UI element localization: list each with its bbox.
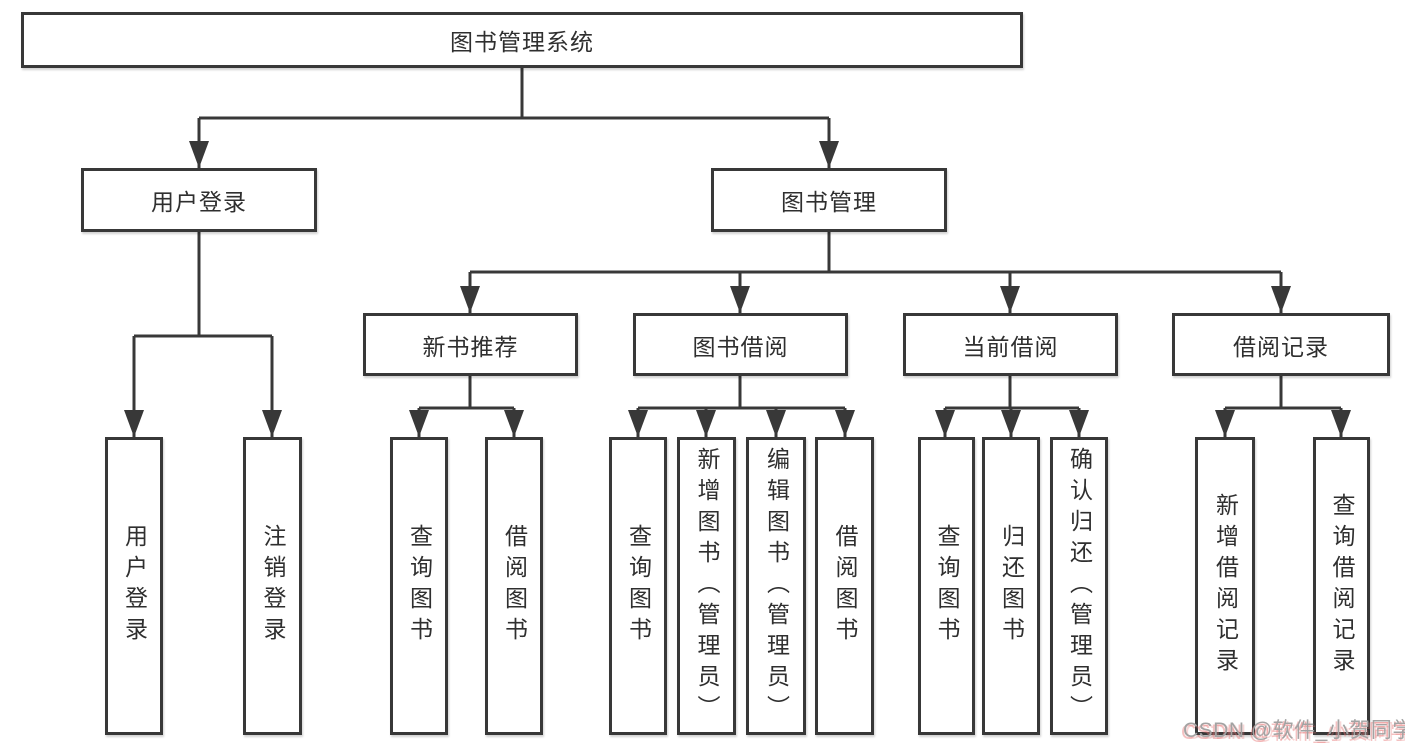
leaf-return-books: 归还图书 (982, 437, 1040, 735)
node-book-borrowing-label: 图书借阅 (692, 333, 789, 360)
leaf-confirm-return-admin: 确认归还（管理员） (1050, 437, 1108, 735)
leaf-user-login: 用户登录 (105, 437, 163, 735)
node-current-borrowing: 当前借阅 (903, 313, 1118, 376)
leaf-edit-books-admin: 编辑图书（管理员） (746, 437, 806, 735)
leaf-borrow-books-recommend: 借阅图书 (485, 437, 543, 735)
leaf-query-books-recommend: 查询图书 (390, 437, 448, 735)
leaf-borrow-books-recommend-label: 借阅图书 (501, 524, 528, 648)
leaf-user-login-label: 用户登录 (121, 524, 148, 648)
leaf-logout-login: 注销登录 (243, 437, 302, 735)
leaf-add-borrow-record-label: 新增借阅记录 (1212, 493, 1239, 679)
leaf-query-books-recommend-label: 查询图书 (406, 524, 433, 648)
leaf-confirm-return-admin-label: 确认归还（管理员） (1066, 446, 1093, 726)
leaf-logout-login-label: 注销登录 (260, 524, 286, 648)
leaf-query-books-current-label: 查询图书 (934, 524, 960, 648)
leaf-query-books-current: 查询图书 (918, 437, 975, 735)
leaf-query-borrow-record: 查询借阅记录 (1313, 437, 1370, 735)
leaf-add-books-admin: 新增图书（管理员） (677, 437, 736, 735)
node-borrow-records-label: 借阅记录 (1233, 333, 1329, 360)
leaf-query-books-borrowing: 查询图书 (609, 437, 667, 735)
node-book-management: 图书管理 (711, 168, 947, 232)
node-new-book-recommend-label: 新书推荐 (422, 333, 519, 360)
leaf-edit-books-admin-label: 编辑图书（管理员） (763, 446, 790, 726)
node-book-management-label: 图书管理 (781, 189, 877, 215)
node-user-login-label: 用户登录 (151, 189, 247, 215)
node-new-book-recommend: 新书推荐 (363, 313, 578, 376)
leaf-return-books-label: 归还图书 (998, 524, 1025, 648)
node-root-label: 图书管理系统 (450, 29, 594, 55)
leaf-query-books-borrowing-label: 查询图书 (625, 524, 652, 648)
leaf-add-borrow-record: 新增借阅记录 (1195, 437, 1255, 735)
node-root: 图书管理系统 (21, 12, 1023, 68)
node-current-borrowing-label: 当前借阅 (962, 333, 1059, 360)
node-user-login: 用户登录 (81, 168, 317, 232)
node-book-borrowing: 图书借阅 (633, 313, 848, 376)
watermark: CSDN @软件_小贺同学 (1183, 719, 1405, 742)
leaf-add-books-admin-label: 新增图书（管理员） (694, 446, 720, 726)
leaf-borrow-books-borrowing: 借阅图书 (815, 437, 874, 735)
leaf-borrow-books-borrowing-label: 借阅图书 (832, 524, 858, 648)
node-borrow-records: 借阅记录 (1172, 313, 1390, 376)
leaf-query-borrow-record-label: 查询借阅记录 (1329, 493, 1355, 679)
